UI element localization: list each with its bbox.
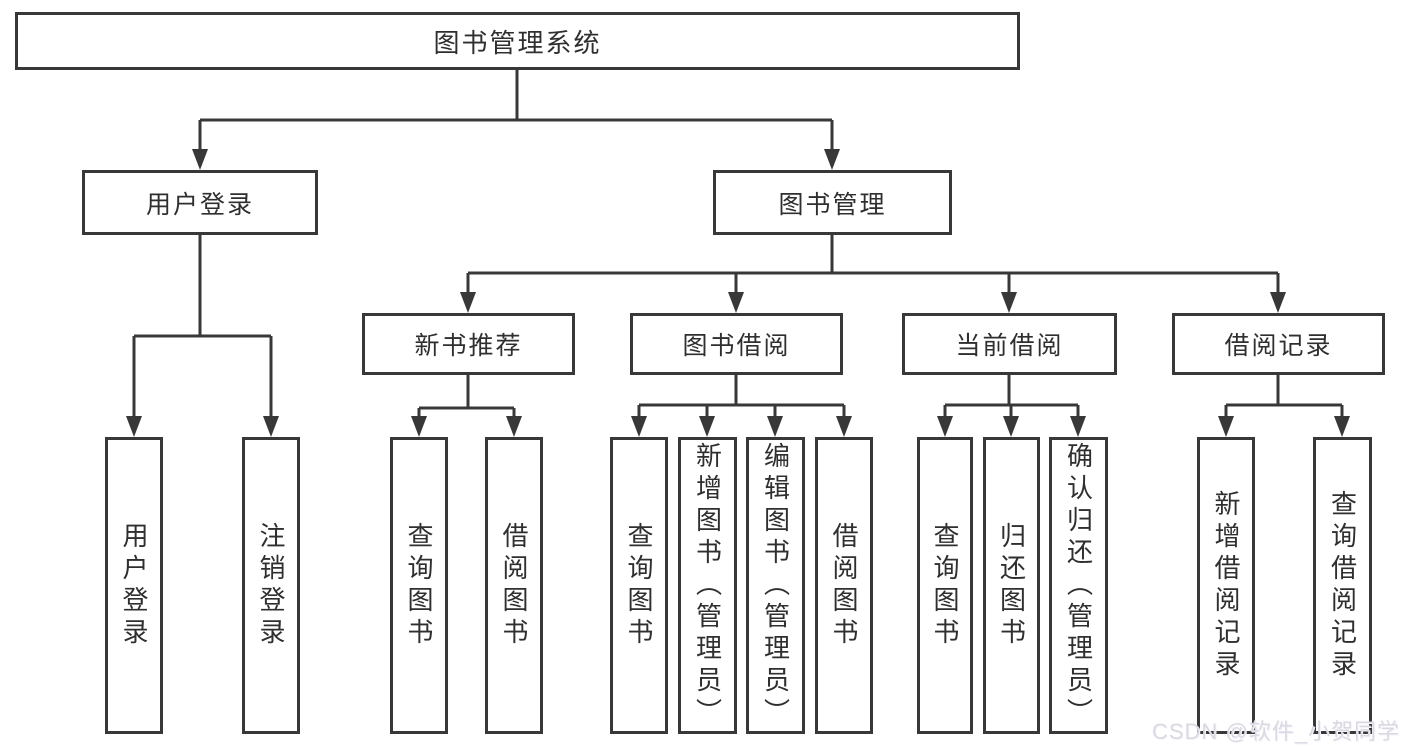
connector-currentborrow-to-leaves	[943, 375, 1080, 420]
connector-root-to-level2	[198, 70, 834, 152]
node-new-book-recommend: 新书推荐	[362, 313, 575, 375]
arrowhead-icon	[631, 416, 647, 437]
node-label: 借阅图书	[829, 521, 859, 650]
node-library-system: 图书管理系统	[15, 12, 1020, 70]
node-user-login-group: 用户登录	[82, 170, 318, 235]
arrowhead-icon	[1218, 416, 1234, 437]
node-label: 借阅图书	[499, 521, 529, 650]
node-label: 图书管理	[778, 190, 887, 219]
node-label: 归还图书	[996, 521, 1027, 650]
arrowhead-icon	[824, 149, 840, 170]
node-user-login: 用户登录	[105, 437, 163, 734]
node-label: 用户登录	[119, 521, 149, 650]
arrowhead-icon	[1270, 292, 1286, 313]
node-query-books-recommend: 查询图书	[390, 437, 448, 734]
arrowhead-icon	[1070, 416, 1086, 437]
node-label: 图书管理系统	[433, 27, 602, 58]
node-label: 借阅记录	[1224, 332, 1333, 360]
arrowhead-icon	[126, 416, 142, 437]
arrowhead-icon	[767, 416, 783, 437]
node-logout: 注销登录	[242, 437, 300, 734]
node-label: 注销登录	[256, 521, 286, 650]
node-edit-book-admin: 编辑图书（管理员）	[746, 437, 805, 734]
node-book-management-group: 图书管理	[713, 170, 952, 235]
arrowhead-icon	[1334, 416, 1350, 437]
arrowhead-icons	[126, 149, 1350, 437]
node-label: 新书推荐	[414, 332, 523, 360]
connector-records-to-leaves	[1224, 375, 1344, 420]
watermark: CSDN @软件_小贺同学	[1151, 719, 1400, 744]
arrowhead-icon	[699, 416, 715, 437]
arrowhead-icon	[1003, 416, 1019, 437]
node-confirm-return-admin: 确认归还（管理员）	[1049, 437, 1108, 734]
arrowhead-icon	[263, 416, 279, 437]
node-borrow-books-recommend: 借阅图书	[485, 437, 543, 734]
connector-userlogin-to-leaves	[132, 235, 273, 419]
arrowhead-icon	[192, 149, 208, 170]
node-add-borrow-record: 新增借阅记录	[1197, 437, 1255, 734]
node-label: 查询图书	[624, 521, 654, 650]
node-label: 当前借阅	[955, 332, 1064, 360]
arrowhead-icon	[728, 292, 744, 313]
arrowhead-icon	[506, 416, 522, 437]
node-label: 查询图书	[404, 521, 434, 650]
node-add-book-admin: 新增图书（管理员）	[678, 437, 737, 734]
node-query-borrow-record: 查询借阅记录	[1313, 437, 1372, 734]
node-label: 新增借阅记录	[1211, 489, 1241, 682]
arrowhead-icon	[460, 292, 476, 313]
node-label: 查询借阅记录	[1327, 489, 1358, 682]
arrowhead-icon	[1001, 292, 1017, 313]
node-borrow-books: 借阅图书	[815, 437, 873, 734]
node-query-books-current: 查询图书	[917, 437, 973, 734]
arrowhead-icon	[836, 416, 852, 437]
node-label: 查询图书	[930, 521, 960, 650]
node-query-books-borrow: 查询图书	[610, 437, 668, 734]
connector-bookmgmt-to-groups	[466, 235, 1280, 296]
node-label: 新增图书（管理员）	[692, 441, 723, 730]
node-label: 图书借阅	[682, 332, 791, 360]
node-borrow-records: 借阅记录	[1172, 313, 1385, 375]
node-book-borrow: 图书借阅	[630, 313, 843, 375]
node-label: 用户登录	[145, 190, 254, 219]
arrowhead-icon	[937, 416, 953, 437]
arrowhead-icon	[411, 416, 427, 437]
node-label: 编辑图书（管理员）	[760, 441, 791, 730]
connector-newbook-to-leaves	[417, 375, 516, 420]
node-current-borrow: 当前借阅	[902, 313, 1117, 375]
node-return-book: 归还图书	[983, 437, 1040, 734]
node-label: 确认归还（管理员）	[1063, 441, 1094, 730]
connector-bookborrow-to-leaves	[637, 375, 846, 420]
